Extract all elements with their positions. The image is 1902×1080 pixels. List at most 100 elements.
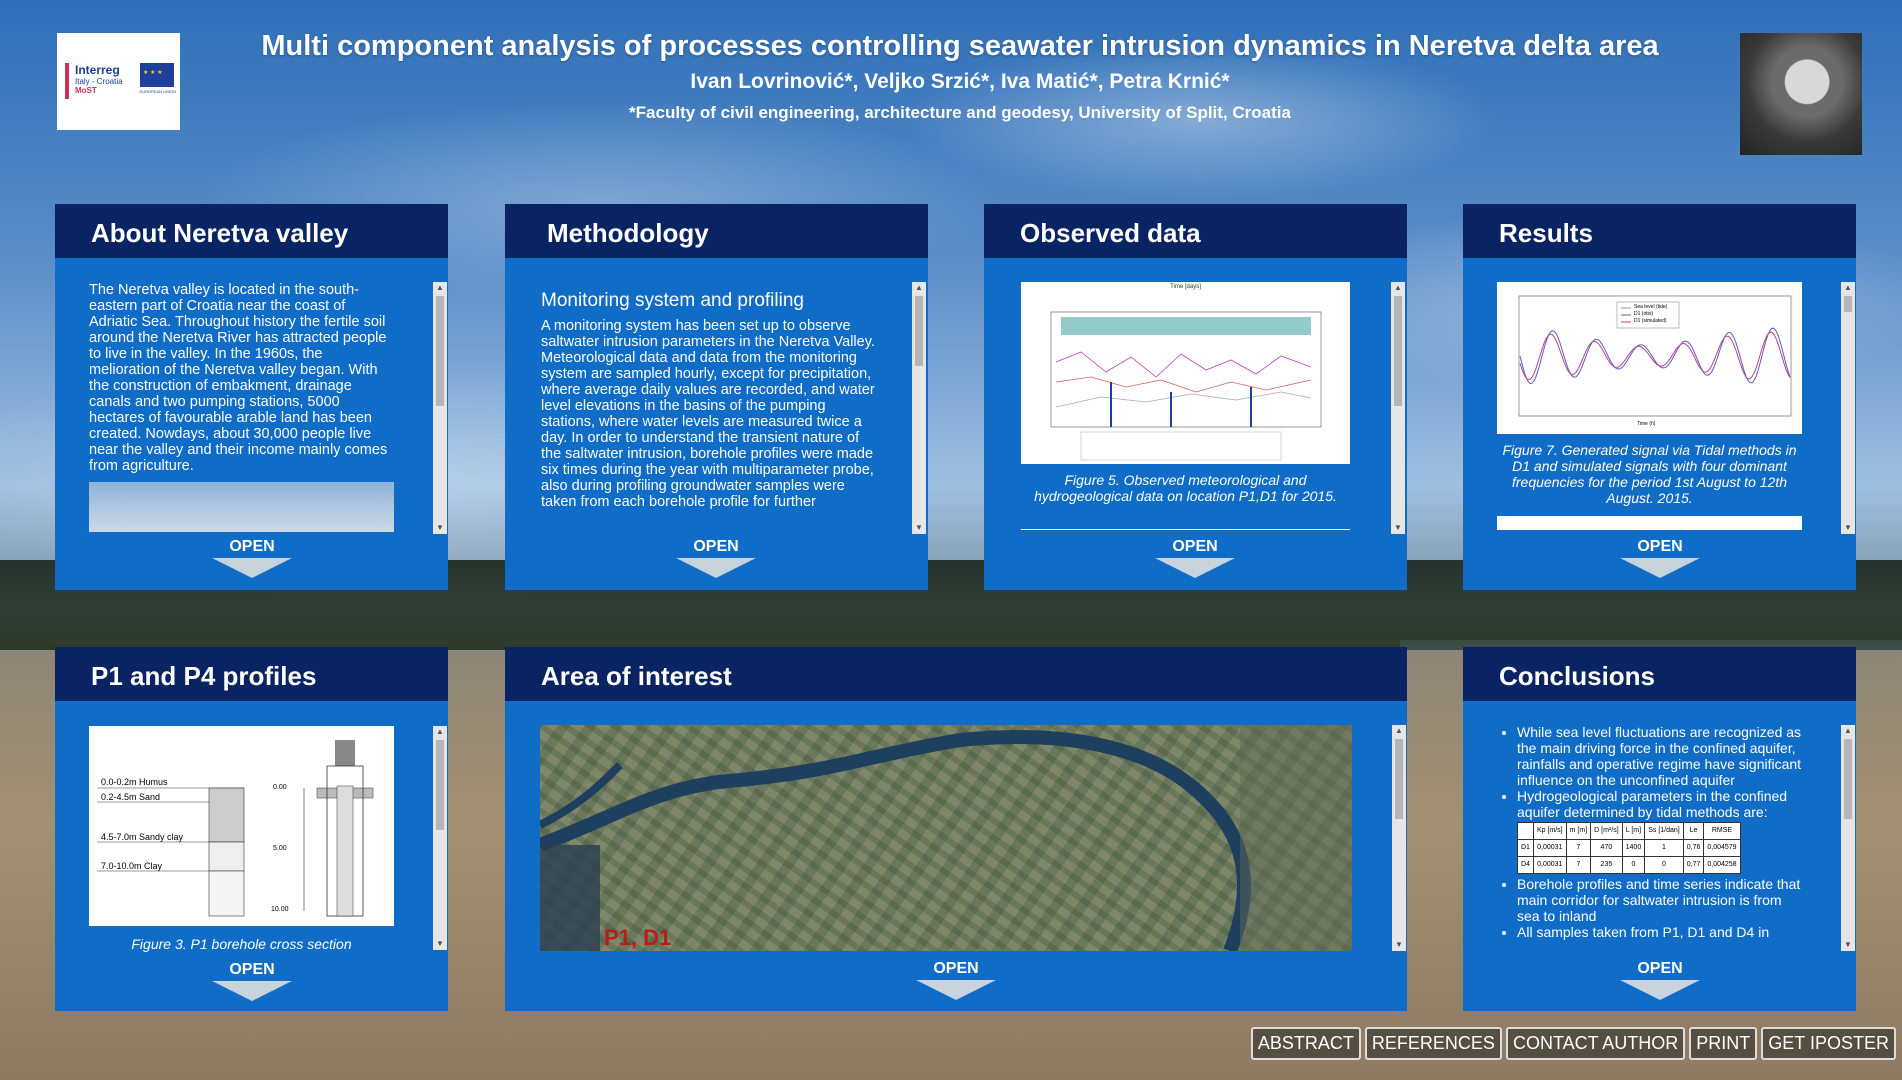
scroll-up-icon[interactable]: ▲ bbox=[1844, 283, 1852, 292]
results-figure[interactable]: Sea level (tide) D1 (obs) D1 (simulated)… bbox=[1497, 282, 1802, 434]
references-button[interactable]: REFERENCES bbox=[1364, 1027, 1502, 1060]
abstract-button[interactable]: ABSTRACT bbox=[1250, 1027, 1361, 1060]
scrollbar-thumb[interactable] bbox=[436, 740, 444, 830]
panel-title: Conclusions bbox=[1463, 647, 1856, 701]
satellite-map[interactable]: P1, D1 bbox=[540, 725, 1352, 951]
scroll-up-icon[interactable]: ▲ bbox=[1394, 283, 1402, 292]
panel-conclusions[interactable]: Conclusions While sea level fluctuations… bbox=[1463, 647, 1856, 1011]
scrollbar-thumb[interactable] bbox=[915, 296, 923, 366]
table-header-cell: Ss [1/dan] bbox=[1644, 822, 1684, 840]
panel-conclusions-content: While sea level fluctuations are recogni… bbox=[1497, 724, 1802, 950]
open-button[interactable]: OPEN bbox=[1637, 538, 1683, 555]
table-cell: D4 bbox=[1517, 856, 1534, 874]
scroll-up-icon[interactable]: ▲ bbox=[436, 283, 444, 292]
open-button[interactable]: OPEN bbox=[1637, 960, 1683, 977]
borehole-diagram bbox=[97, 740, 374, 917]
scroll-down-icon[interactable]: ▼ bbox=[436, 523, 444, 532]
table-cell: 7 bbox=[1565, 856, 1592, 874]
results-plot bbox=[1518, 295, 1792, 417]
table-header-cell bbox=[1517, 822, 1534, 840]
scroll-up-icon[interactable]: ▲ bbox=[915, 283, 923, 292]
scrollbar[interactable]: ▲ ▼ bbox=[1391, 282, 1405, 534]
scroll-up-icon[interactable]: ▲ bbox=[1844, 726, 1852, 735]
list-item: Hydrogeological parameters in the confin… bbox=[1517, 788, 1802, 874]
list-item: While sea level fluctuations are recogni… bbox=[1517, 724, 1802, 788]
depth-label: 10.00 bbox=[271, 906, 289, 913]
author-photo[interactable] bbox=[1740, 33, 1862, 155]
scroll-down-icon[interactable]: ▼ bbox=[1844, 940, 1852, 949]
scroll-up-icon[interactable]: ▲ bbox=[436, 727, 444, 736]
open-arrow-icon[interactable] bbox=[676, 558, 756, 578]
scroll-down-icon[interactable]: ▼ bbox=[436, 939, 444, 948]
table-cell: 0 bbox=[1644, 856, 1684, 874]
open-button[interactable]: OPEN bbox=[693, 538, 739, 555]
layer-label: 7.0-10.0m Clay bbox=[101, 861, 163, 871]
open-arrow-icon[interactable] bbox=[212, 981, 292, 1001]
list-item: Borehole profiles and time series indica… bbox=[1517, 876, 1802, 924]
scrollbar[interactable]: ▲ ▼ bbox=[433, 726, 447, 950]
scrollbar[interactable]: ▲ ▼ bbox=[912, 282, 926, 534]
panel-results[interactable]: Results Sea level (tide) D1 (obs) D1 (si… bbox=[1463, 204, 1856, 590]
scroll-down-icon[interactable]: ▼ bbox=[1394, 523, 1402, 532]
panel-title: Area of interest bbox=[505, 647, 1407, 701]
print-button[interactable]: PRINT bbox=[1689, 1027, 1758, 1060]
table-cell: 1 bbox=[1644, 839, 1684, 857]
scrollbar-thumb[interactable] bbox=[1844, 739, 1852, 819]
panel-methodology[interactable]: Methodology Monitoring system and profil… bbox=[505, 204, 928, 590]
list-item-text: Hydrogeological parameters in the confin… bbox=[1517, 788, 1788, 820]
scrollbar-thumb[interactable] bbox=[1844, 296, 1852, 312]
open-arrow-icon[interactable] bbox=[916, 980, 996, 1000]
open-arrow-icon[interactable] bbox=[1155, 558, 1235, 578]
open-button[interactable]: OPEN bbox=[1172, 538, 1218, 555]
open-button[interactable]: OPEN bbox=[229, 538, 275, 555]
scrollbar[interactable]: ▲ ▼ bbox=[433, 282, 447, 534]
table-header-cell: m [m] bbox=[1565, 822, 1592, 840]
observed-data-figure[interactable]: Time [days] bbox=[1021, 282, 1350, 464]
scrollbar-thumb[interactable] bbox=[436, 296, 444, 406]
panel-about[interactable]: About Neretva valley The Neretva valley … bbox=[55, 204, 448, 590]
scroll-up-icon[interactable]: ▲ bbox=[1395, 726, 1403, 735]
table-row: D1 0,00031 7 470 1400 1 0,76 0,004579 bbox=[1517, 839, 1741, 857]
scroll-down-icon[interactable]: ▼ bbox=[915, 523, 923, 532]
about-image bbox=[89, 482, 394, 532]
logo-stripe bbox=[65, 63, 69, 99]
table-cell: 235 bbox=[1590, 856, 1623, 874]
table-cell: 7 bbox=[1565, 839, 1592, 857]
open-arrow-icon[interactable] bbox=[1620, 558, 1700, 578]
scrollbar[interactable]: ▲ ▼ bbox=[1392, 725, 1406, 951]
logo-region: Italy - Croatia bbox=[75, 77, 123, 86]
table-cell: 0,004579 bbox=[1703, 839, 1741, 857]
scrollbar-thumb[interactable] bbox=[1394, 296, 1402, 406]
layer-label: 4.5-7.0m Sandy clay bbox=[101, 832, 184, 842]
results-legend-item: Sea level (tide) bbox=[1634, 304, 1668, 310]
table-cell: 1400 bbox=[1621, 839, 1646, 857]
open-arrow-icon[interactable] bbox=[1620, 980, 1700, 1000]
scrollbar[interactable]: ▲ ▼ bbox=[1841, 725, 1855, 951]
scrollbar[interactable]: ▲ ▼ bbox=[1841, 282, 1855, 534]
observed-data-plot bbox=[1050, 311, 1322, 461]
scroll-down-icon[interactable]: ▼ bbox=[1395, 940, 1403, 949]
parameters-table: Kp [m/s] m [m] D [m²/s] L [m] Ss [1/dan]… bbox=[1517, 822, 1741, 874]
table-header-cell: Kp [m/s] bbox=[1532, 822, 1567, 840]
caption-divider bbox=[1021, 529, 1350, 530]
methodology-text: A monitoring system has been set up to o… bbox=[541, 318, 875, 510]
table-header-cell: D [m²/s] bbox=[1590, 822, 1623, 840]
table-header-cell: Le bbox=[1682, 822, 1705, 840]
borehole-figure[interactable]: 0.0-0.2m Humus 0.2-4.5m Sand 4.5-7.0m Sa… bbox=[89, 726, 394, 926]
get-iposter-button[interactable]: GET IPOSTER bbox=[1761, 1027, 1896, 1060]
table-row: D4 0,00031 7 235 0 0 0,77 0,004258 bbox=[1517, 856, 1741, 874]
table-header-cell: L [m] bbox=[1621, 822, 1646, 840]
panel-observed-data[interactable]: Observed data Time [days] Figure 5. Obse… bbox=[984, 204, 1407, 590]
scrollbar-thumb[interactable] bbox=[1395, 739, 1403, 819]
scroll-down-icon[interactable]: ▼ bbox=[1844, 523, 1852, 532]
open-button[interactable]: OPEN bbox=[229, 961, 275, 978]
open-button[interactable]: OPEN bbox=[933, 960, 979, 977]
table-cell: 0 bbox=[1621, 856, 1646, 874]
panel-profiles[interactable]: P1 and P4 profiles 0.0-0.2m Humus 0.2-4.… bbox=[55, 647, 448, 1011]
open-arrow-icon[interactable] bbox=[212, 558, 292, 578]
depth-label: 0.00 bbox=[273, 784, 287, 791]
contact-author-button[interactable]: CONTACT AUTHOR bbox=[1505, 1027, 1686, 1060]
poster-affiliation: *Faculty of civil engineering, architect… bbox=[629, 103, 1291, 122]
panel-area-of-interest[interactable]: Area of interest P1, D1 ▲ ▼ OPEN bbox=[505, 647, 1407, 1011]
list-item: All samples taken from P1, D1 and D4 in bbox=[1517, 924, 1802, 940]
